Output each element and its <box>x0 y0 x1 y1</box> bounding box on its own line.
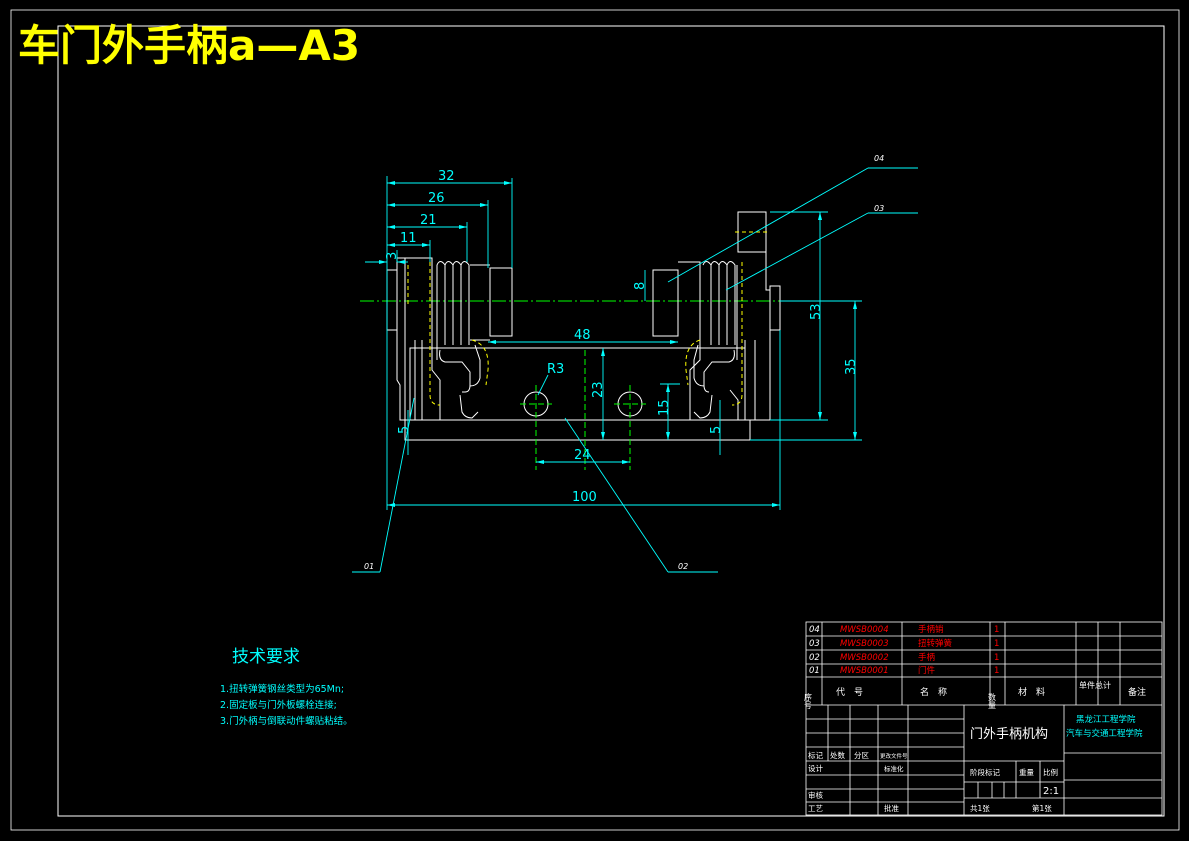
note-line-1: 1.扭转弹簧钢丝类型为65Mn; <box>220 683 344 695</box>
balloon-01: 01 <box>364 562 374 571</box>
balloon-03: 03 <box>874 204 884 213</box>
parts-row: 04 MWSB0004 手柄销 1 <box>809 624 999 635</box>
part-no: 03 <box>809 639 820 649</box>
part-qty: 1 <box>994 653 999 663</box>
dimension-arrows <box>379 181 857 507</box>
dim-21: 21 <box>420 213 437 228</box>
dimension-lines <box>365 176 862 510</box>
dim-5-right: 5 <box>709 426 724 434</box>
label-mark: 标记 <box>808 750 823 760</box>
hole-centerlines <box>520 350 646 470</box>
school-name: 黑龙江工程学院 <box>1076 714 1136 725</box>
header-no: 序号 <box>804 692 813 710</box>
dim-3: 3 <box>385 252 400 260</box>
sheet-no: 第1张 <box>1032 803 1052 813</box>
dim-53: 53 <box>809 303 824 320</box>
part-no: 04 <box>809 625 820 635</box>
header-remark: 备注 <box>1128 686 1146 698</box>
parts-row: 03 MWSB0003 扭转弹簧 1 <box>809 638 999 649</box>
dim-5-left: 5 <box>397 426 412 434</box>
part-qty: 1 <box>994 625 999 635</box>
part-code: MWSB0001 <box>840 666 889 676</box>
parts-row: 01 MWSB0001 门件 1 <box>809 665 999 676</box>
parts-list: 04 MWSB0004 手柄销 1 03 MWSB0003 扭转弹簧 1 02 … <box>809 624 999 676</box>
label-standard: 标准化 <box>884 764 904 773</box>
part-code: MWSB0003 <box>840 639 889 649</box>
left-spring <box>436 261 481 419</box>
technical-notes: 技术要求 1.扭转弹簧钢丝类型为65Mn; 2.固定板与门外板螺栓连接; 3.门… <box>220 647 353 727</box>
label-scale: 比例 <box>1043 767 1058 777</box>
parts-header: 序号 代 号 名 称 数量 材 料 单件总计 备注 <box>804 680 1147 710</box>
part-name: 手柄销 <box>918 624 944 635</box>
dim-8: 8 <box>633 282 648 290</box>
outer-frame <box>10 9 1180 831</box>
label-review: 审核 <box>808 790 823 800</box>
header-unit-total: 单件总计 <box>1079 680 1111 690</box>
header-name: 名 称 <box>920 686 947 698</box>
label-zone: 分区 <box>854 751 869 760</box>
header-code: 代 号 <box>836 687 863 698</box>
header-material: 材 料 <box>1018 686 1045 698</box>
part-qty: 1 <box>994 639 999 649</box>
right-spring <box>693 261 738 419</box>
dept-name: 汽车与交通工程学院 <box>1066 728 1143 739</box>
part-name: 门件 <box>918 665 936 676</box>
left-hidden-lines <box>407 262 489 406</box>
part-code: MWSB0002 <box>840 653 889 663</box>
parts-row: 02 MWSB0002 手柄 1 <box>809 652 999 663</box>
note-line-2: 2.固定板与门外板螺栓连接; <box>220 699 337 711</box>
part-name: 扭转弹簧 <box>918 638 953 649</box>
dim-23: 23 <box>591 381 606 398</box>
label-approve: 批准 <box>884 803 899 813</box>
dim-24: 24 <box>574 448 591 463</box>
label-weight: 重量 <box>1019 768 1035 777</box>
sheets-total: 共1张 <box>970 804 990 813</box>
balloon-leaders <box>352 167 918 573</box>
part-no: 02 <box>809 653 820 663</box>
label-designer: 设计 <box>808 763 823 773</box>
dim-48: 48 <box>574 328 591 343</box>
header-qty: 数量 <box>988 692 997 709</box>
value-scale: 2:1 <box>1043 786 1059 797</box>
balloon-02: 02 <box>678 562 688 571</box>
sheet-title: 车门外手柄a—A3 <box>18 21 360 70</box>
balloon-texts: 01 02 03 04 <box>364 154 884 571</box>
drawing-name: 门外手柄机构 <box>970 727 1048 742</box>
dim-32: 32 <box>438 169 455 184</box>
dim-r3: R3 <box>547 362 564 377</box>
part-name: 手柄 <box>918 652 936 663</box>
dimension-texts: 32 26 21 11 3 8 48 53 35 R3 23 15 5 5 24… <box>385 169 859 505</box>
label-process: 工艺 <box>808 804 823 813</box>
part-code: MWSB0004 <box>840 625 889 635</box>
label-stage: 阶段标记 <box>970 767 1000 777</box>
title-block <box>805 621 1163 816</box>
dim-100: 100 <box>572 490 597 505</box>
right-hidden-lines <box>685 231 770 406</box>
balloon-04: 04 <box>874 154 884 163</box>
part-qty: 1 <box>994 666 999 676</box>
part-no: 01 <box>809 666 820 676</box>
note-line-3: 3.门外柄与倒联动件螺贴粘结。 <box>220 715 353 727</box>
inner-frame <box>57 25 1165 817</box>
dim-11: 11 <box>400 231 417 246</box>
dim-35: 35 <box>844 358 859 375</box>
dim-15: 15 <box>657 399 672 416</box>
notes-heading: 技术要求 <box>232 647 300 667</box>
label-change-doc: 更改文件号 <box>880 752 908 760</box>
label-count: 处数 <box>830 750 845 760</box>
left-bracket <box>386 257 513 421</box>
dim-26: 26 <box>428 191 445 206</box>
title-block-texts: 门外手柄机构 黑龙江工程学院 汽车与交通工程学院 标记 处数 分区 更改文件号 … <box>808 714 1143 813</box>
assembly-drawing <box>352 167 918 573</box>
right-bracket <box>652 211 781 421</box>
